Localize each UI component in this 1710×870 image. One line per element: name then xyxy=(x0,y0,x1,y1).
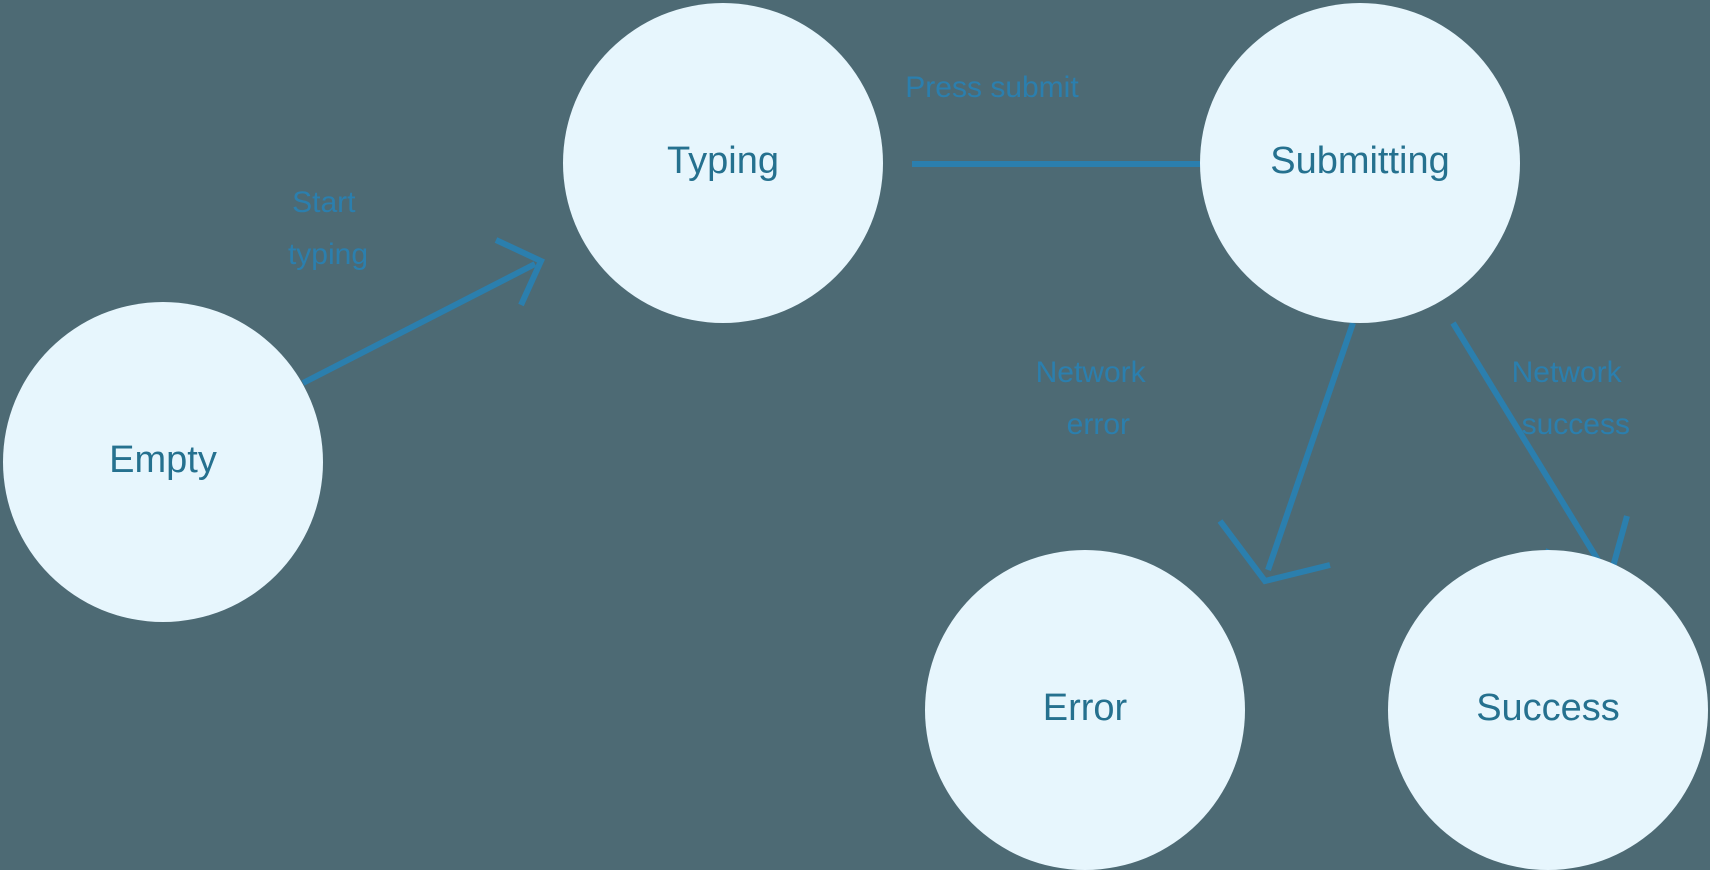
node-submitting-circle xyxy=(1200,3,1520,323)
edge-empty-to-typing-arrowhead xyxy=(494,237,545,307)
node-error[interactable]: Error xyxy=(925,550,1245,870)
node-empty[interactable]: Empty xyxy=(3,302,323,622)
edge-label-start-typing-line-1: Start xyxy=(292,186,356,219)
node-submitting[interactable]: Submitting xyxy=(1200,3,1520,323)
edge-label-press-submit-line-1: Press submit xyxy=(905,71,1079,104)
edge-label-start-typing: Start typing xyxy=(288,186,368,271)
edge-empty-to-typing[interactable] xyxy=(301,237,545,386)
node-empty-label: Empty xyxy=(109,439,217,481)
node-success[interactable]: Success xyxy=(1388,550,1708,870)
edge-label-network-error: Network error xyxy=(1036,356,1154,441)
edge-empty-to-typing-line xyxy=(301,261,537,386)
edge-label-network-error-line-2: error xyxy=(1067,408,1130,441)
node-success-label: Success xyxy=(1476,687,1620,729)
node-typing-label: Typing xyxy=(667,140,779,182)
edge-label-press-submit: Press submit xyxy=(905,71,1079,104)
node-typing-circle xyxy=(563,3,883,323)
edge-submitting-to-error[interactable] xyxy=(1217,322,1356,585)
node-submitting-label: Submitting xyxy=(1270,140,1450,182)
edge-submitting-to-success-line xyxy=(1450,321,1607,572)
edge-submitting-to-error-arrowhead xyxy=(1217,519,1331,585)
node-error-circle xyxy=(925,550,1245,870)
edge-label-network-success-line-2: success xyxy=(1522,408,1630,441)
edge-label-network-success: Network success xyxy=(1512,356,1630,441)
node-success-circle xyxy=(1388,550,1708,870)
node-typing[interactable]: Typing xyxy=(563,3,883,323)
node-error-label: Error xyxy=(1043,687,1128,729)
node-empty-circle xyxy=(3,302,323,622)
edge-submitting-to-error-line xyxy=(1265,322,1356,571)
edge-label-network-success-line-1: Network xyxy=(1512,356,1623,389)
edge-label-start-typing-line-2: typing xyxy=(288,238,368,271)
edge-label-network-error-line-1: Network xyxy=(1036,356,1147,389)
